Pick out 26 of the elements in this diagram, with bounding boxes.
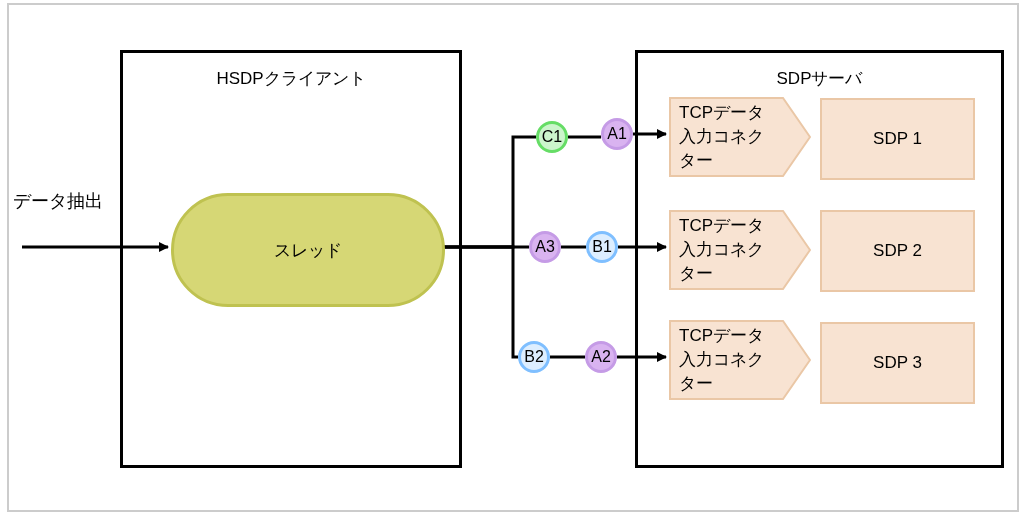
connector-shape: TCPデータ入力コネクター xyxy=(669,320,811,400)
group-title: HSDPクライアント xyxy=(216,68,366,90)
arrow xyxy=(617,352,667,362)
arrow xyxy=(618,242,667,252)
port-circle: B2 xyxy=(518,341,550,373)
process-box: スレッド xyxy=(171,193,445,307)
port-circle: A1 xyxy=(601,118,633,150)
connector-shape: TCPデータ入力コネクター xyxy=(669,97,811,177)
connector-line xyxy=(550,355,585,359)
group-box xyxy=(120,50,462,468)
edge-label: データ抽出 xyxy=(12,189,104,213)
connector-line xyxy=(568,135,601,139)
connector-line xyxy=(561,245,586,249)
process-box: SDP 3 xyxy=(820,322,975,404)
port-circle: C1 xyxy=(536,121,568,153)
arrow xyxy=(22,242,169,252)
connector-line xyxy=(442,245,518,359)
connector-shape: TCPデータ入力コネクター xyxy=(669,210,811,290)
port-circle: A2 xyxy=(585,341,617,373)
arrow xyxy=(633,129,667,139)
process-box: SDP 1 xyxy=(820,98,975,180)
group-box xyxy=(635,50,1004,468)
process-box: SDP 2 xyxy=(820,210,975,292)
port-circle: B1 xyxy=(586,231,618,263)
port-circle: A3 xyxy=(529,231,561,263)
group-title: SDPサーバ xyxy=(776,68,863,90)
